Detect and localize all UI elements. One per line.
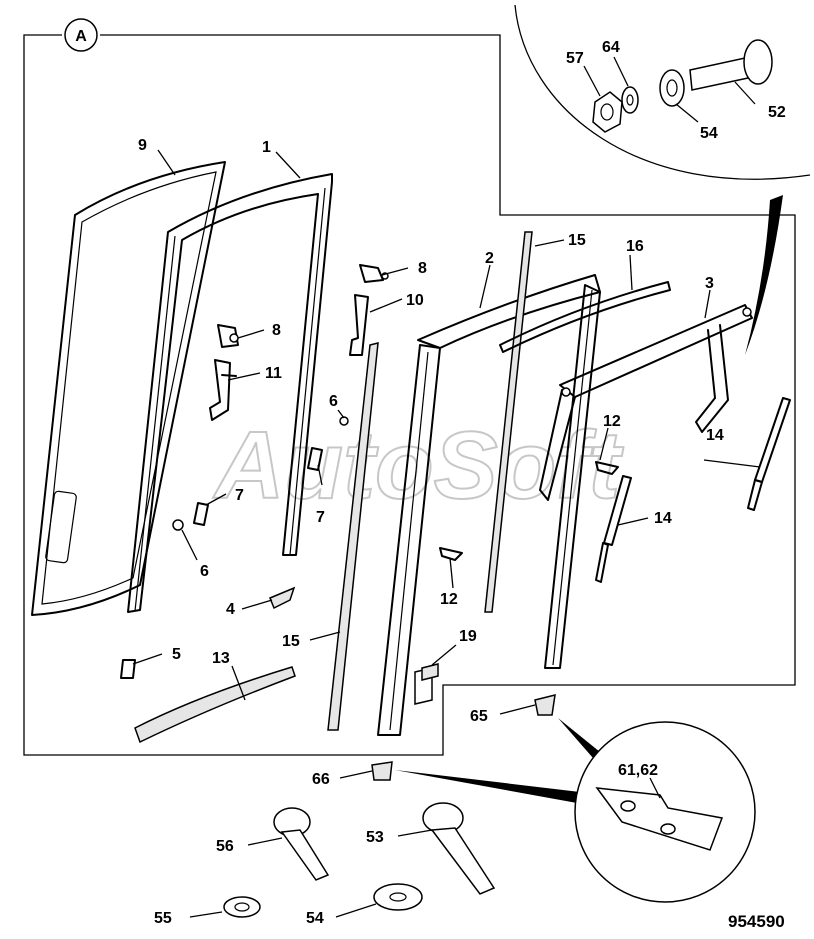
label-19: 19 <box>459 628 477 645</box>
detail-pointer-66 <box>395 770 580 803</box>
part-7-clip-left <box>193 502 209 526</box>
label-53: 53 <box>366 829 384 846</box>
label-6-left: 6 <box>200 563 209 580</box>
part-16-top-rail <box>499 281 671 353</box>
label-61-62: 61,62 <box>618 762 658 779</box>
label-56: 56 <box>216 838 234 855</box>
label-15-top: 15 <box>568 232 586 249</box>
part-57-nut <box>592 91 623 133</box>
label-8-upper: 8 <box>418 260 427 277</box>
label-13: 13 <box>212 650 230 667</box>
part-8-hinge-upper <box>359 264 389 283</box>
part-52-bolt <box>689 39 773 91</box>
part-12-catch-lower <box>439 547 463 561</box>
part-14-strut-left <box>595 475 632 583</box>
part-13-lower-seal <box>134 666 296 744</box>
part-1-door-frame <box>127 173 333 613</box>
label-7-left: 7 <box>235 487 244 504</box>
view-frame <box>23 34 796 756</box>
label-66: 66 <box>312 771 330 788</box>
label-7-right: 7 <box>316 509 325 526</box>
label-57: 57 <box>566 50 584 67</box>
part-61-62-plate <box>595 787 724 851</box>
leader-lines <box>132 56 761 918</box>
part-66-clip <box>371 761 393 781</box>
view-marker-label: A <box>75 28 87 45</box>
part-19-block <box>414 663 439 705</box>
label-11: 11 <box>265 365 282 382</box>
detail-pointer-top <box>745 195 783 355</box>
part-14-strut-right <box>747 397 791 511</box>
part-5-clip <box>120 659 136 679</box>
detail-pointer-65 <box>558 718 600 758</box>
label-14-left: 14 <box>654 510 672 527</box>
part-2-rear-frame <box>377 274 601 736</box>
part-15-seal-right <box>484 231 533 613</box>
part-12-catch-upper <box>595 461 619 475</box>
part-9-glass <box>31 161 226 616</box>
part-6-pin-left <box>172 519 184 531</box>
label-64: 64 <box>602 39 620 56</box>
part-10-latch <box>349 294 369 356</box>
label-3: 3 <box>705 275 714 292</box>
detail-circle-top <box>514 4 811 180</box>
part-55-washer <box>223 896 261 918</box>
part-4-bracket <box>269 586 296 610</box>
part-labels: 9 1 15 2 16 3 8 10 8 11 6 7 7 6 4 5 13 1… <box>138 39 786 927</box>
view-marker-circle <box>64 18 98 52</box>
drawing-number: 954590 <box>728 912 785 931</box>
label-6-right: 6 <box>329 393 338 410</box>
label-12-upper: 12 <box>603 413 621 430</box>
label-4: 4 <box>226 601 235 618</box>
part-56-bolt <box>273 807 330 881</box>
label-54-bottom: 54 <box>306 910 324 927</box>
label-55: 55 <box>154 910 172 927</box>
part-54-washer-bottom <box>373 883 423 911</box>
part-65-clip <box>534 693 556 716</box>
part-64-washer <box>621 86 639 114</box>
part-53-bolt <box>422 802 496 895</box>
label-10: 10 <box>406 292 424 309</box>
label-15-bottom: 15 <box>282 633 300 650</box>
part-7-clip-right <box>307 447 323 471</box>
part-15-seal-left <box>327 342 379 731</box>
label-52: 52 <box>768 104 786 121</box>
part-6-pin-right <box>339 416 349 426</box>
part-11-handle <box>209 359 237 421</box>
label-14-right: 14 <box>706 427 724 444</box>
label-54-top: 54 <box>700 125 718 142</box>
label-65: 65 <box>470 708 488 725</box>
label-1: 1 <box>262 139 271 156</box>
label-12-lower: 12 <box>440 591 458 608</box>
part-3-arm-bracket <box>539 304 753 501</box>
label-2: 2 <box>485 250 494 267</box>
part-54-washer-top <box>659 69 685 107</box>
label-9: 9 <box>138 137 147 154</box>
label-8-lower: 8 <box>272 322 281 339</box>
label-16: 16 <box>626 238 644 255</box>
label-5: 5 <box>172 646 181 663</box>
part-8-hinge-lower <box>217 324 239 348</box>
